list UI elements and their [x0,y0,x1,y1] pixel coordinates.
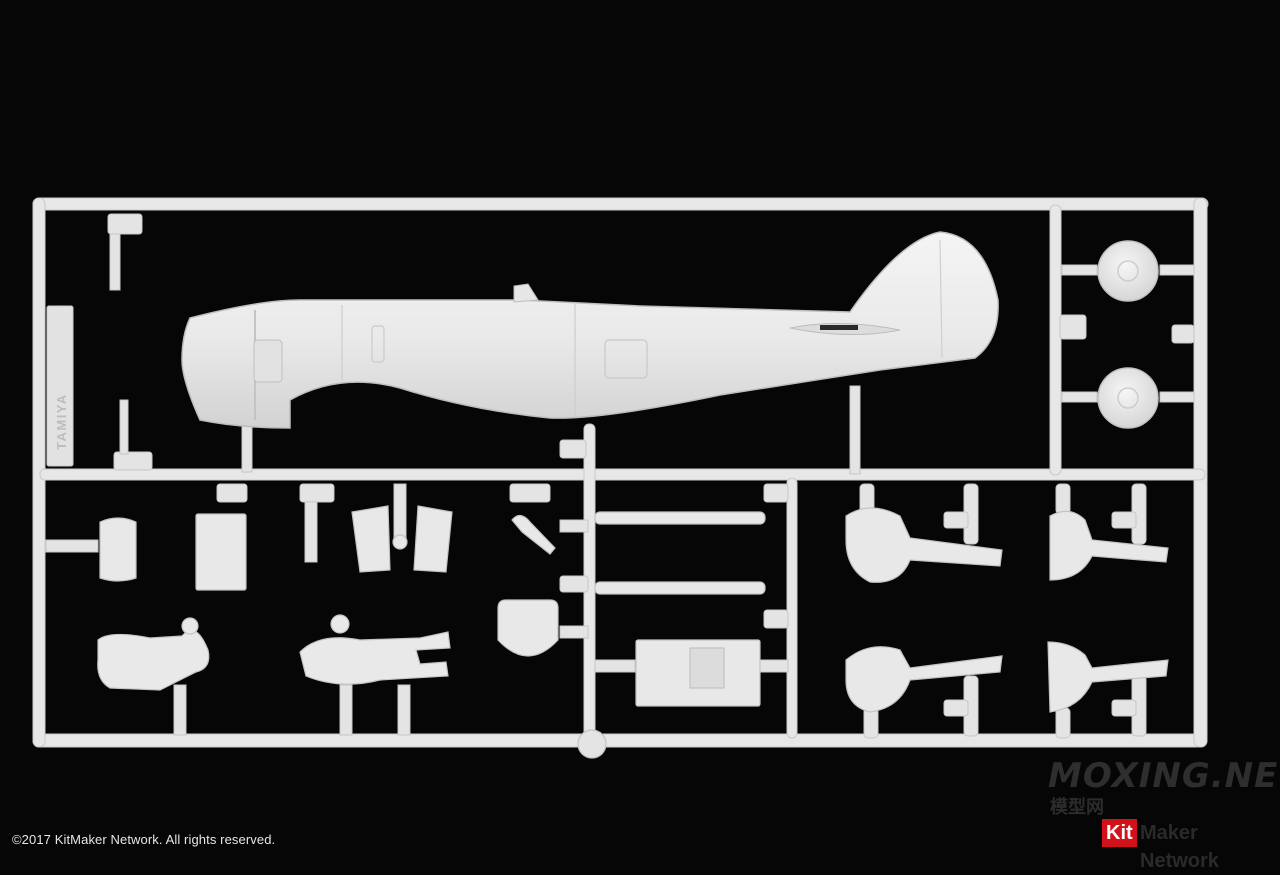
kitmaker-logo-rest: Maker Network [1140,822,1219,872]
sprue-bottom-gate [577,729,607,759]
kitmaker-logo-kit: Kit [1102,819,1137,847]
pilot-figures [97,614,451,691]
small-parts [99,505,1169,713]
copyright-text: ©2017 KitMaker Network. All rights reser… [12,832,276,847]
wheel-parts [1097,240,1159,429]
sprue-frame [32,197,1209,748]
watermark-sub: 模型网 [1050,797,1104,818]
fuselage-part [181,231,999,429]
tamiya-molded-text: TAMIYA [54,393,69,450]
photo-scene: TAMIYA [32,197,1209,759]
watermark-main: MOXING.NET [1048,756,1280,796]
sprue-gates [45,213,1195,739]
